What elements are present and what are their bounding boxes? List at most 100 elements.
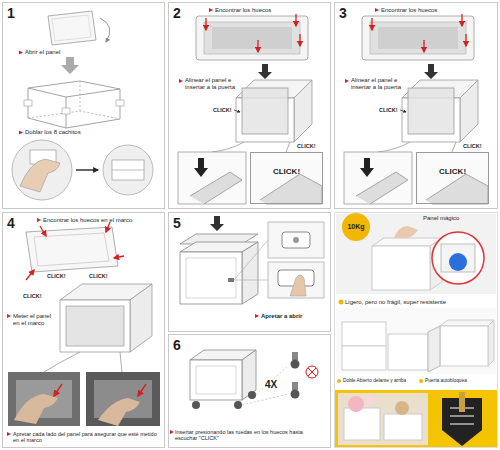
product-art [342,322,386,346]
product-art [336,214,496,294]
step-number: 1 [7,5,27,21]
step6-art [234,401,242,409]
step6-art [170,350,318,434]
click-label: CLICK! [417,167,488,176]
product-art [394,226,418,238]
step2-art [212,142,244,152]
step1-art [100,18,110,42]
step2-art [286,142,290,152]
step6-art [242,350,256,400]
feature-text: Doble Abierto delante y arriba [343,378,423,384]
product-art [348,396,364,412]
step1-art [12,140,72,200]
step-panel: 5Apretar a abrir [168,212,331,332]
step-panel: 4Encontrar los huecos en el marcoMeter e… [2,212,165,448]
step-panel: 3Encontrar los huecosAlinear el panel e … [334,2,498,209]
click-label: CLICK! [297,143,327,149]
step-number: 4 [7,215,27,231]
product-art [488,320,494,366]
zoom-detail: CLICK! [416,152,489,204]
step4-art [98,398,140,426]
step4-art [14,394,58,424]
step4-art [37,218,41,222]
step6-art [196,366,236,394]
click-label: CLICK! [89,273,115,279]
step1-art [116,100,124,106]
product-art [388,334,428,370]
step2-art [209,8,213,12]
step2-art [257,40,258,52]
step2-art [212,27,292,49]
product-art [338,393,428,445]
step1-art [112,160,144,180]
step5-art [268,222,324,258]
step1-art [20,159,60,192]
click-label: CLICK! [213,107,239,113]
weight-badge: 10Kg [342,223,370,231]
step5-art [282,232,310,248]
step2-art [295,14,296,26]
step1-art [76,169,98,171]
step2-art [204,22,300,54]
step5-art [210,216,224,231]
step4-art [138,384,146,396]
step6-art [170,430,174,434]
step4-art [44,352,80,372]
product-art [440,326,488,366]
step1-art [103,145,153,195]
feature-label: Panel mágico [423,215,493,222]
step2-art [299,34,300,46]
step2-art [178,152,246,204]
step5-art [290,275,306,296]
product-art [337,379,341,383]
product-art [419,379,423,383]
instruction-text: Alinear el panel e insertar a la puerta [351,77,409,91]
step2-art [178,8,323,204]
product-art [344,408,380,440]
feature-text: Ligero, pero no frágil, super resistente [345,299,495,306]
step4-art [26,270,34,280]
step4-art [66,306,124,346]
step4-art [130,284,152,352]
step4-art [7,218,160,436]
step5-art [186,258,236,298]
product-art [342,213,370,241]
step6-art [291,360,300,369]
click-label: CLICK! [23,293,49,299]
step1-art [28,88,120,128]
step-panel: 2Encontrar los huecosAlinear el panel e … [168,2,331,209]
product-art [334,390,498,448]
step1-art [24,100,32,106]
step1-art [19,51,23,55]
step1-art [52,15,91,41]
step1-art [112,170,144,171]
step5-art [180,216,324,318]
step5-art [228,278,234,282]
step4-art [60,300,130,352]
step6-art [292,352,298,360]
click-label: CLICK! [251,167,322,176]
step1-art [12,11,153,200]
product-art [459,392,465,412]
step2-art [260,174,322,204]
step6-art [248,391,256,399]
step2-art [205,18,206,30]
step4-art [54,384,62,396]
product-art [441,244,475,272]
instruction-text: Apretar a abrir [261,313,327,320]
instruction-text: Apretar cada lado del panel para asegura… [13,431,159,444]
step6-art [292,382,298,390]
instruction-text: Insertar presionando las ruedas en los h… [175,429,325,442]
step2-art [179,79,183,83]
instruction-text: Encontrar los huecos [215,7,315,14]
product-art [365,395,375,405]
step2-art [258,64,272,79]
step6-art [291,390,300,399]
step2-art [294,80,312,142]
step2-art [250,152,323,204]
step1-art [28,81,120,97]
step5-art [180,252,242,304]
step3-art [344,8,489,204]
step4-art [86,372,160,426]
step2-art [190,172,242,204]
